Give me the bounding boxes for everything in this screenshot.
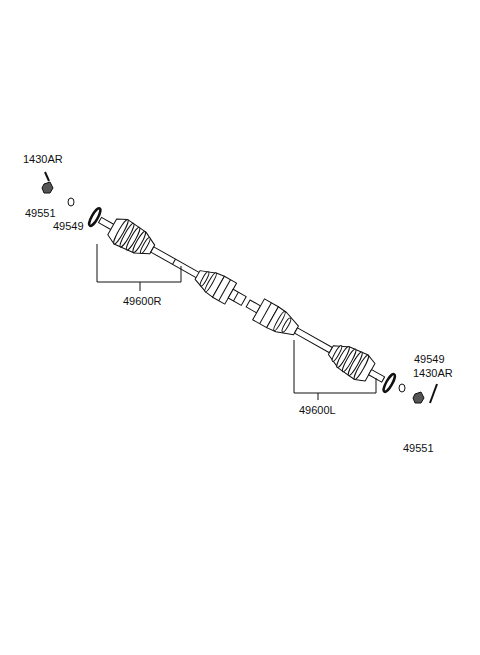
- group-bracket: [97, 244, 376, 400]
- nut: [42, 182, 53, 193]
- outer-boot-l: [324, 338, 377, 384]
- part-number: 49551: [402, 442, 435, 454]
- part-number: 49551: [24, 207, 57, 219]
- part-number: 1430AR: [22, 153, 64, 165]
- nut: [413, 392, 424, 403]
- cotter-pin: [430, 384, 437, 403]
- part-number: 49549: [413, 353, 446, 365]
- outer-spline-l: [369, 370, 385, 383]
- outer-boot-r: [105, 215, 159, 262]
- inner-joint-l: [253, 299, 302, 341]
- inner-stub-r: [228, 289, 246, 305]
- cotter-pin: [45, 172, 49, 181]
- part-number: 1430AR: [412, 367, 454, 379]
- washer: [68, 198, 74, 206]
- assembly-number: 49600L: [298, 404, 337, 416]
- shaft-bar-r: [151, 247, 202, 279]
- seal-ring: [87, 207, 102, 227]
- part-number: 49549: [52, 220, 85, 232]
- assembly-number: 49600R: [122, 295, 163, 307]
- washer: [399, 384, 405, 392]
- seal-ring: [382, 373, 397, 393]
- shaft-bar-l: [295, 328, 333, 353]
